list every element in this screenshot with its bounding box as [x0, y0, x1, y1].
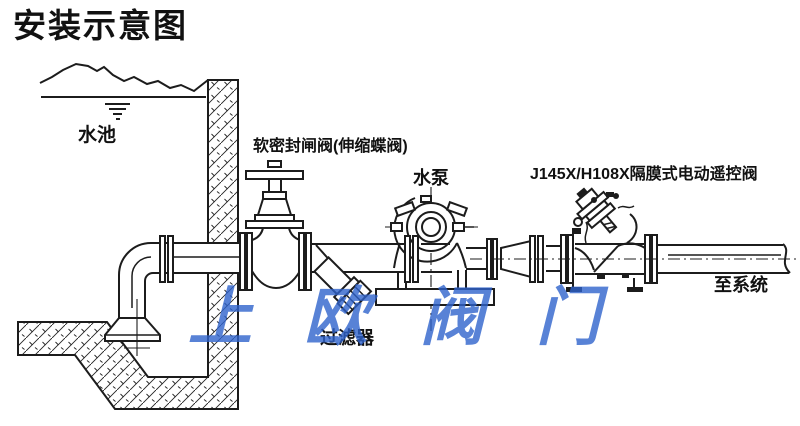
suction-pipe	[104, 235, 242, 356]
y-strainer	[311, 243, 406, 316]
label-pump: 水泵	[413, 168, 449, 188]
pipe-break-icon	[782, 243, 791, 274]
label-control-valve: J145X/H108X隔膜式电动遥控阀	[530, 166, 758, 183]
bell-mouth	[104, 317, 161, 342]
label-pool: 水池	[78, 125, 117, 146]
page-title: 安装示意图	[13, 7, 188, 44]
strainer-cap	[336, 279, 373, 316]
pool-wall-and-floor	[17, 79, 239, 410]
terrain-line	[39, 62, 209, 93]
handwheel	[245, 170, 304, 180]
diaphragm-actuator	[572, 187, 638, 244]
label-strainer: 过滤器	[320, 328, 374, 348]
outlet-pipe	[657, 243, 791, 274]
pipe-flange	[404, 235, 419, 283]
control-valve	[560, 187, 658, 292]
pump-base	[375, 288, 495, 306]
gate-valve	[239, 160, 312, 291]
label-to-system: 至系统	[714, 275, 768, 295]
pipe-flange	[159, 235, 174, 283]
label-gate-valve: 软密封闸阀(伸缩蝶阀)	[253, 138, 408, 155]
water-level-icon	[41, 96, 206, 120]
